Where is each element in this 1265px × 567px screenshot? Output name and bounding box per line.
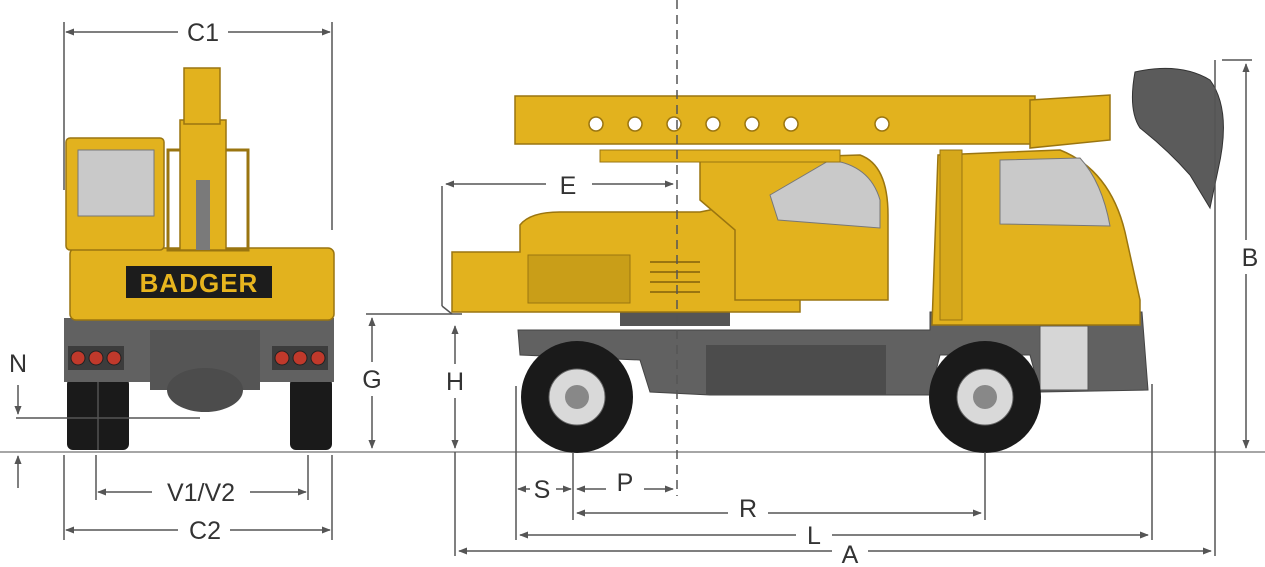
dim-label-e: E: [560, 172, 577, 200]
dim-label-s: S: [534, 476, 551, 504]
boom-wrist: [1029, 94, 1111, 149]
front-right-wheels: [290, 378, 332, 450]
dim-label-h: H: [446, 368, 464, 396]
dim-label-n: N: [9, 350, 27, 378]
dim-label-r: R: [739, 495, 757, 523]
dim-label-g: G: [362, 366, 381, 394]
dim-label-a: A: [842, 541, 859, 567]
dim-label-c1: C1: [187, 19, 219, 47]
dim-label-c2: C2: [189, 517, 221, 545]
carrier-cab-window: [999, 157, 1111, 227]
dim-label-v1-v2: V1/V2: [167, 479, 235, 507]
logo-text: BADGER: [140, 268, 259, 298]
side-view: [451, 67, 1224, 453]
dim-label-l: L: [807, 522, 821, 550]
dim-label-p: P: [617, 469, 634, 497]
right-tail-lights: [272, 346, 328, 370]
front-wheel: [929, 341, 1041, 453]
left-tail-lights: [68, 346, 124, 370]
front-view: BADGER: [64, 67, 335, 450]
turntable: [620, 312, 730, 326]
front-axle-differential: [167, 368, 243, 412]
bucket: [1131, 67, 1224, 210]
front-cab-window: [77, 149, 155, 217]
logo-plate: [126, 266, 272, 298]
rear-wheel: [521, 341, 633, 453]
dim-label-b: B: [1242, 244, 1259, 272]
